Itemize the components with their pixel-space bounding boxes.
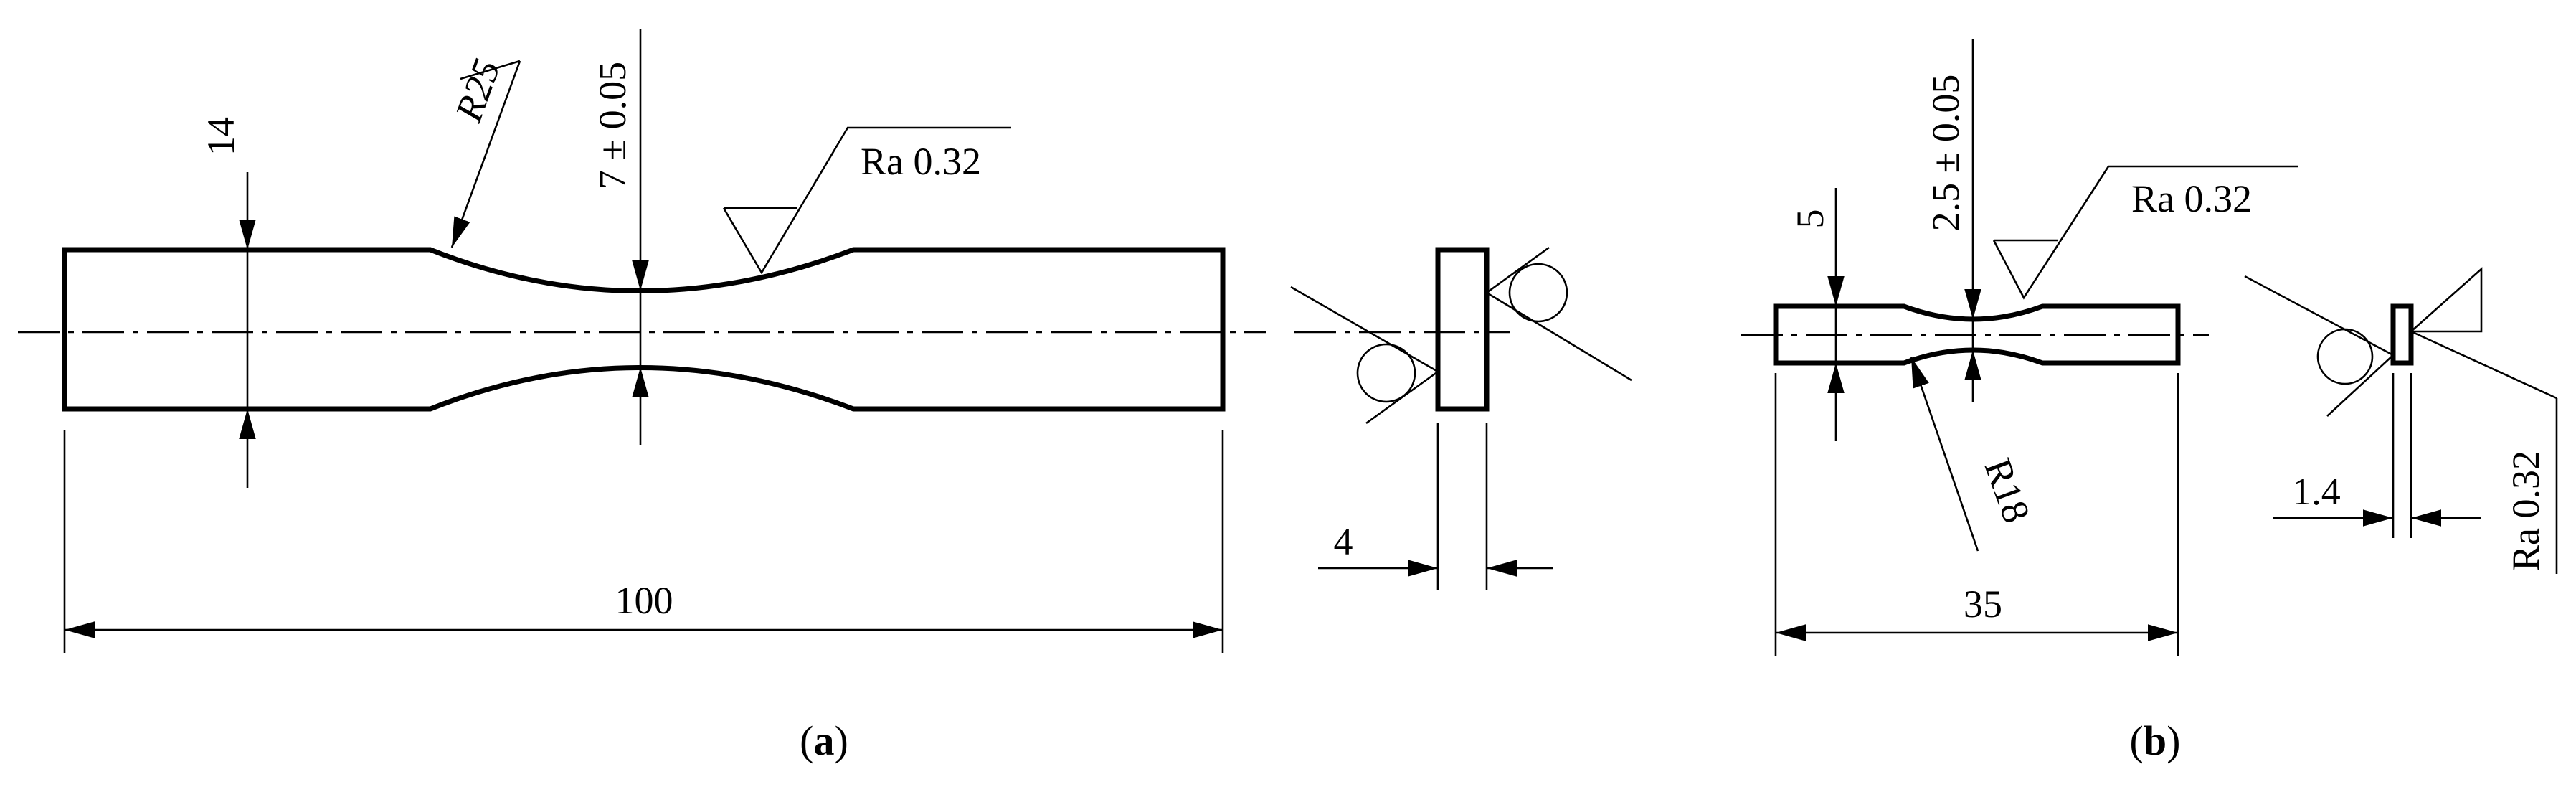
height-dimension-b: 5 [1789, 188, 1845, 441]
side-view-a: 4 [1290, 246, 1632, 590]
side-view-a-section [1435, 247, 1490, 412]
thickness-label-a: 4 [1334, 520, 1353, 563]
radius-label-b: R18 [1976, 453, 2038, 528]
side-view-b: Ra 0.32 1.4 [2244, 267, 2558, 574]
roughness-symbol-b-top: Ra 0.32 [1992, 165, 2298, 300]
length-label-a: 100 [615, 579, 673, 622]
radius-leader-a: R25 [447, 54, 521, 248]
height-label-a: 14 [199, 117, 242, 156]
length-label-b: 35 [1964, 583, 2002, 626]
roughness-symbol-a: Ra 0.32 [722, 126, 1011, 275]
neck-label-b: 2.5 ± 0.05 [1924, 75, 1967, 232]
thickness-label-b: 1.4 [2292, 470, 2341, 513]
neck-dimension-b: 2.5 ± 0.05 [1924, 39, 1981, 402]
caption-a: (a) [800, 717, 848, 764]
radius-leader-b: R18 [1910, 357, 2039, 552]
length-dimension-a: 100 [63, 430, 1224, 653]
height-label-b: 5 [1789, 209, 1832, 229]
neck-label-a: 7 ± 0.05 [591, 62, 634, 189]
roughness-label-b-top: Ra 0.32 [2131, 177, 2252, 220]
figure-b: 5 2.5 ± 0.05 R18 Ra 0.32 35 [1741, 39, 2558, 764]
side-view-b-section [2390, 303, 2414, 366]
specimen-b-outline [1773, 303, 2181, 366]
height-dimension-a: 14 [199, 117, 256, 488]
neck-dimension-a: 7 ± 0.05 [591, 29, 649, 445]
roughness-label-b-side: Ra 0.32 [2504, 451, 2547, 571]
caption-b: (b) [2130, 717, 2181, 764]
specimen-a-outline [62, 247, 1226, 412]
length-dimension-b: 35 [1774, 373, 2179, 656]
figure-a: 14 7 ± 0.05 R25 Ra 0.32 100 [18, 29, 1632, 764]
roughness-label-a: Ra 0.32 [861, 140, 981, 183]
